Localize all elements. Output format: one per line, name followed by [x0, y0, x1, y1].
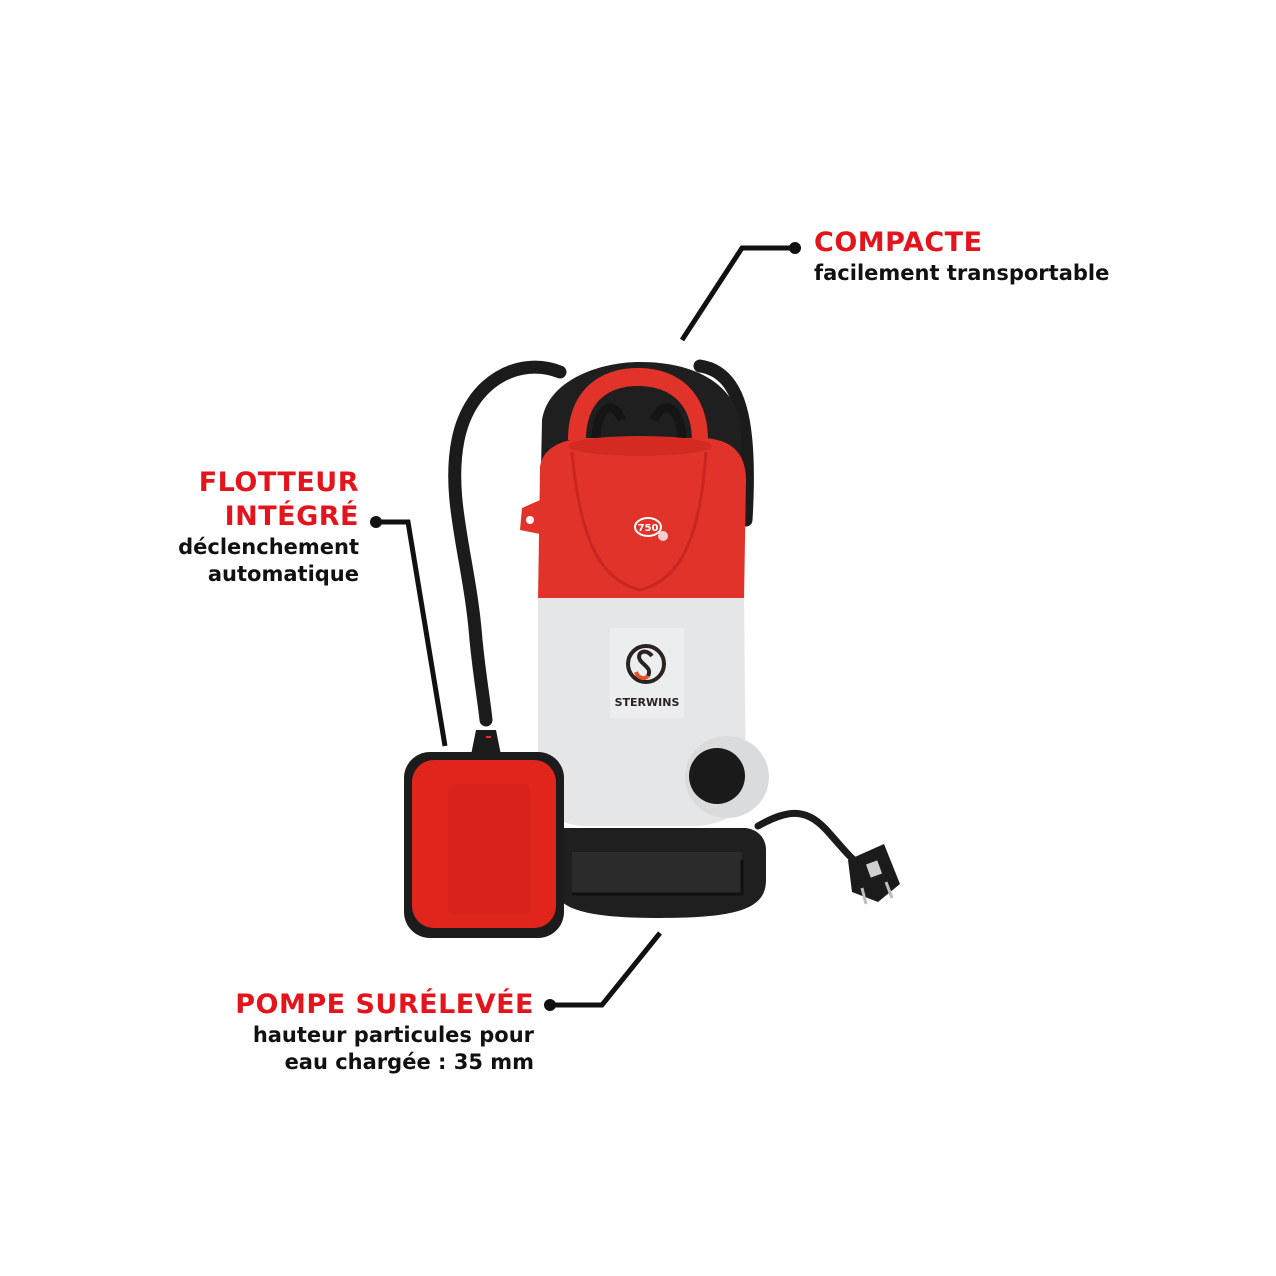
callout-pompe: POMPE SURÉLEVÉE hauteur particules pour …: [235, 988, 534, 1076]
power-cable: [448, 360, 567, 727]
power-plug: [848, 844, 900, 905]
callout-pompe-title: POMPE SURÉLEVÉE: [235, 989, 534, 1020]
float-switch: [404, 730, 564, 938]
callout-flotteur: FLOTTEUR INTÉGRÉ déclenchement automatiq…: [178, 466, 359, 588]
power-badge-value: 750: [638, 523, 659, 534]
callout-pompe-line-1: hauteur particules pour: [252, 1023, 534, 1047]
leader-line-compacte: [679, 242, 801, 342]
callout-compacte-title: COMPACTE: [814, 227, 983, 258]
leader-line-flotteur: [370, 516, 448, 747]
plug-cable: [754, 810, 864, 868]
sterwins-logo: STERWINS: [615, 644, 680, 709]
callout-compacte-line: facilement transportable: [814, 261, 1110, 285]
leader-line-pompe: [544, 931, 662, 1011]
callout-flotteur-title-line-2: INTÉGRÉ: [224, 501, 359, 532]
brand-name: STERWINS: [615, 696, 680, 709]
pump-handle: [568, 368, 708, 440]
callout-flotteur-title-line-1: FLOTTEUR: [198, 467, 359, 498]
callout-flotteur-line-2: automatique: [207, 562, 359, 586]
power-badge: 750: [634, 517, 668, 541]
callout-compacte: COMPACTE facilement transportable: [814, 226, 1109, 287]
callout-pompe-line-2: eau chargée : 35 mm: [284, 1050, 534, 1074]
outlet-pipe: [685, 736, 769, 818]
callout-flotteur-line-1: déclenchement: [178, 535, 359, 559]
